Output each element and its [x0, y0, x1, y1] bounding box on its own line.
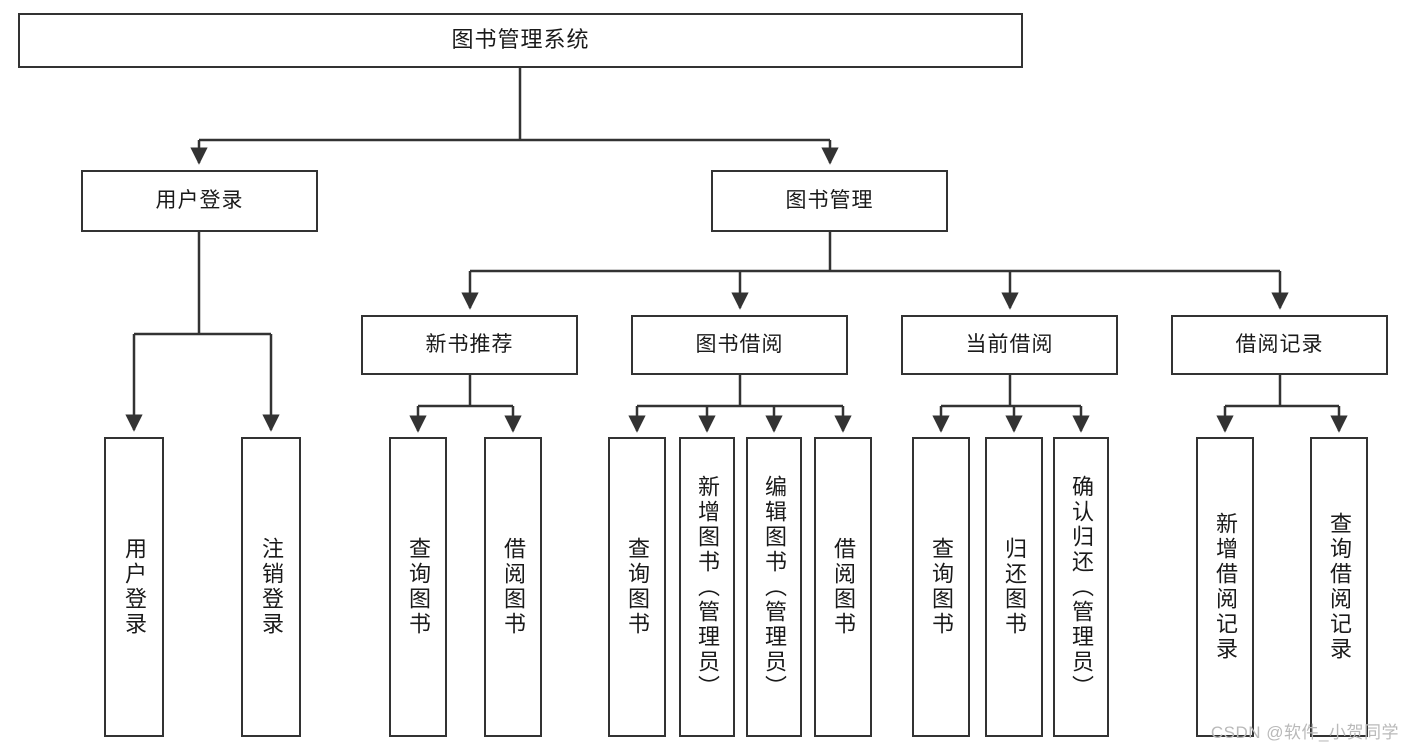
node-leaf-return-book[interactable]: 归还图书	[985, 437, 1043, 737]
node-leaf-add-book[interactable]: 新增图书（管理员）	[679, 437, 735, 737]
node-user-login[interactable]: 用户登录	[81, 170, 318, 232]
node-current-borrow[interactable]: 当前借阅	[901, 315, 1118, 375]
node-leaf-user-login[interactable]: 用户登录	[104, 437, 164, 737]
node-leaf-edit-book[interactable]: 编辑图书（管理员）	[746, 437, 802, 737]
node-leaf-borrow-book-2[interactable]: 借阅图书	[814, 437, 872, 737]
node-leaf-add-record[interactable]: 新增借阅记录	[1196, 437, 1254, 737]
csdn-watermark: CSDN @软件_小贺同学	[1210, 723, 1399, 742]
node-leaf-query-book-3[interactable]: 查询图书	[912, 437, 970, 737]
node-root[interactable]: 图书管理系统	[18, 13, 1023, 68]
node-borrow-record[interactable]: 借阅记录	[1171, 315, 1388, 375]
node-leaf-query-book-2[interactable]: 查询图书	[608, 437, 666, 737]
node-leaf-user-logout[interactable]: 注销登录	[241, 437, 301, 737]
node-new-book-recommend[interactable]: 新书推荐	[361, 315, 578, 375]
node-leaf-query-record[interactable]: 查询借阅记录	[1310, 437, 1368, 737]
node-book-manage[interactable]: 图书管理	[711, 170, 948, 232]
node-book-borrow[interactable]: 图书借阅	[631, 315, 848, 375]
node-leaf-borrow-book-1[interactable]: 借阅图书	[484, 437, 542, 737]
node-leaf-query-book-1[interactable]: 查询图书	[389, 437, 447, 737]
node-leaf-confirm-return[interactable]: 确认归还（管理员）	[1053, 437, 1109, 737]
